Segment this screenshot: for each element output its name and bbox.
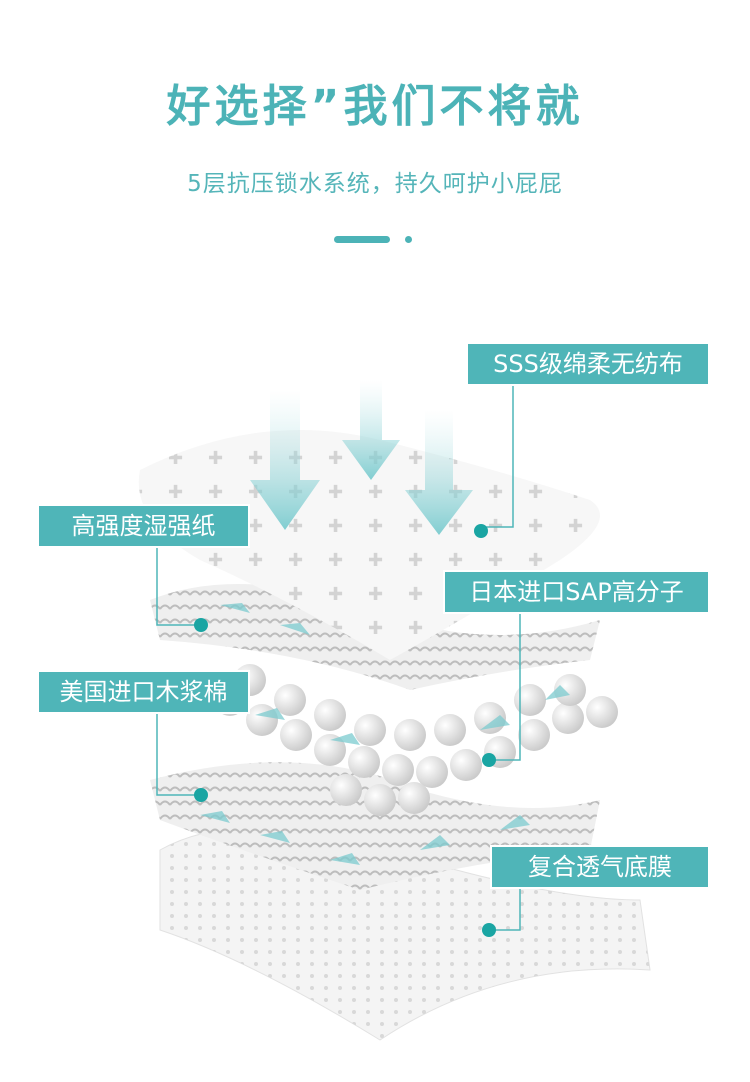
page-subtitle: 5层抗压锁水系统，持久呵护小屁屁 xyxy=(187,171,563,197)
label-sap-polymer: 日本进口SAP高分子 xyxy=(443,570,710,614)
leader-lines xyxy=(156,386,521,931)
divider-dot xyxy=(405,236,412,243)
callout-dots xyxy=(194,524,496,937)
water-flow-arrows xyxy=(250,380,473,535)
page-title: 好选择”我们不将就 xyxy=(166,81,584,132)
divider-dash xyxy=(334,236,390,243)
label-breathable-film: 复合透气底膜 xyxy=(490,845,710,889)
layer-wood-pulp xyxy=(150,762,600,890)
label-wood-pulp: 美国进口木浆棉 xyxy=(37,670,250,714)
label-wet-strength-paper: 高强度湿强纸 xyxy=(37,504,250,548)
inner-flow-arrows xyxy=(200,603,570,865)
label-sss-nonwoven: SSS级绵柔无纺布 xyxy=(466,342,710,386)
